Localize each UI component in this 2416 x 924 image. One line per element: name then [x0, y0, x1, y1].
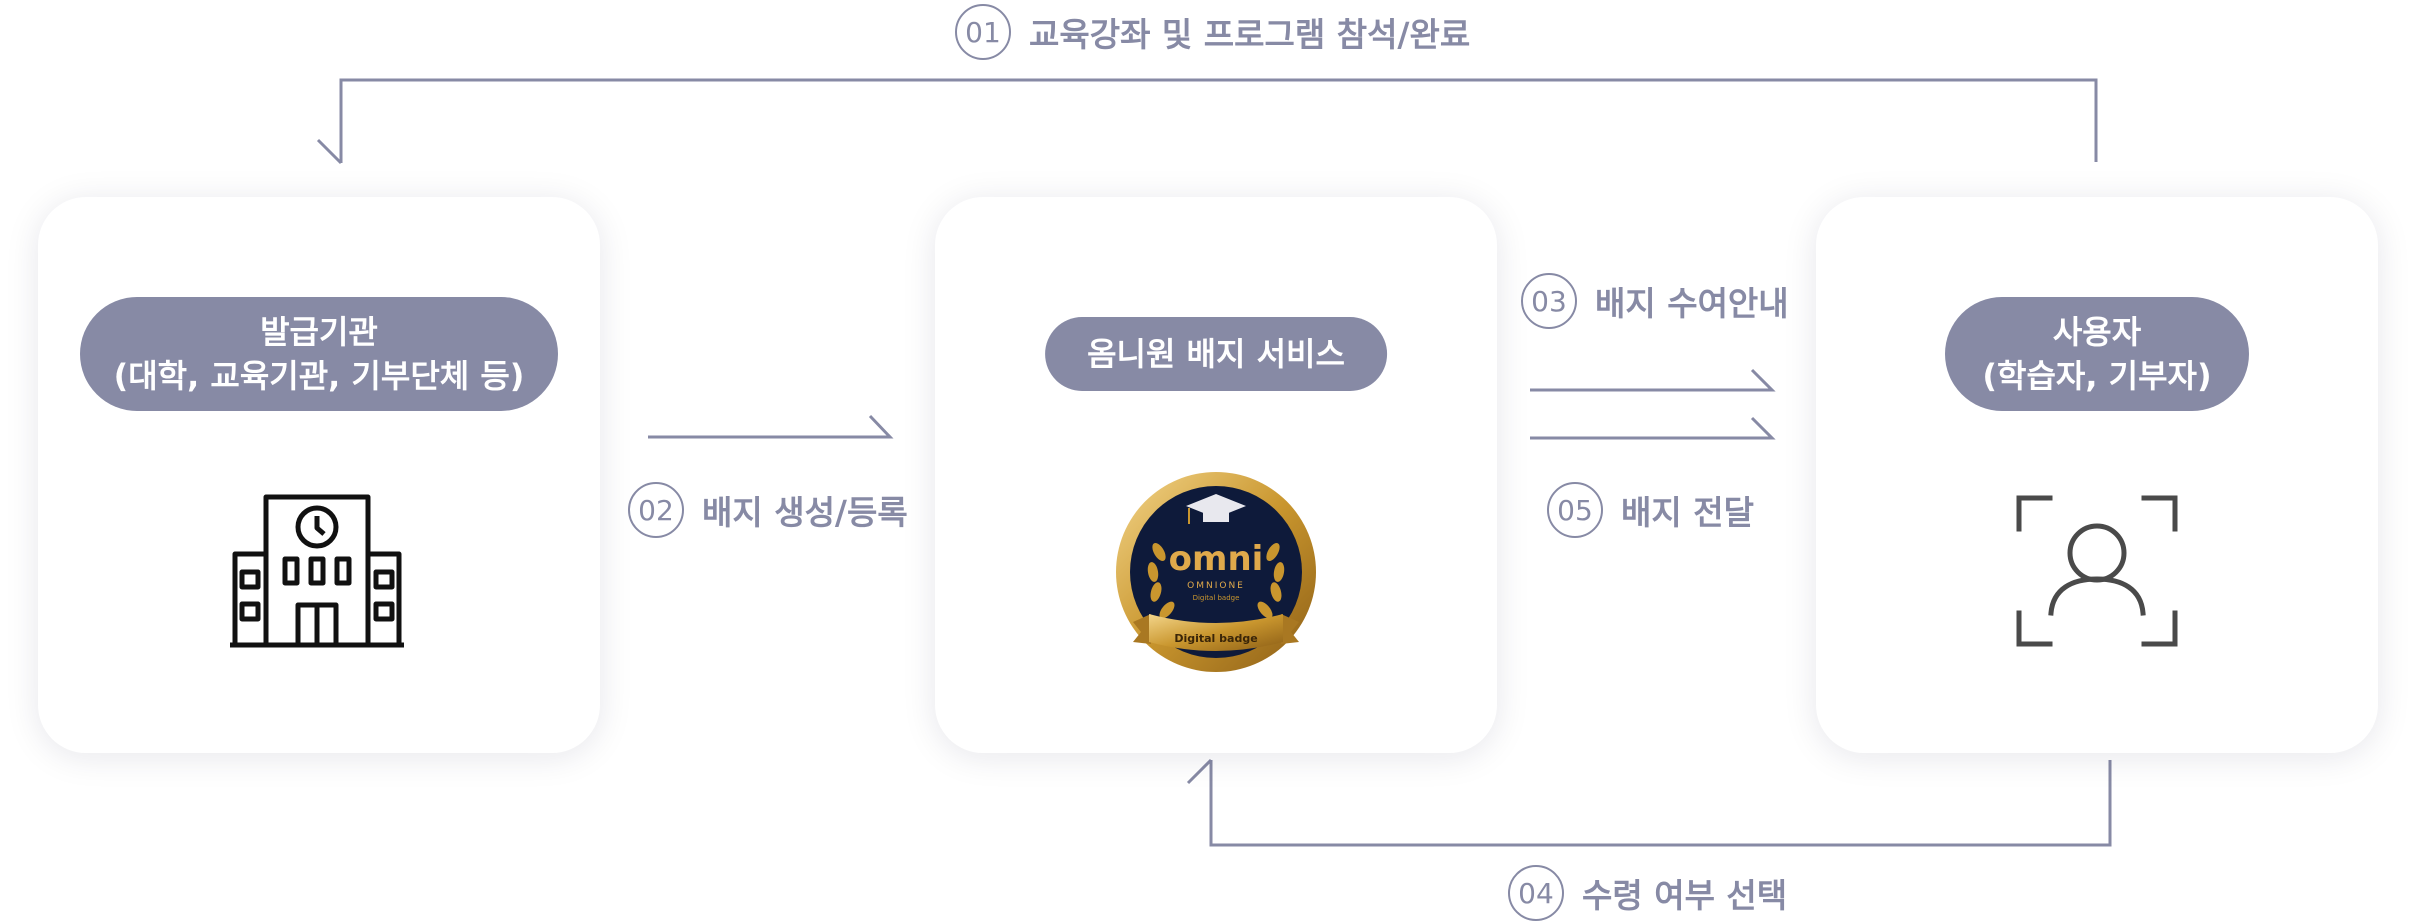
service-label: 옴니원 배지 서비스 — [1045, 317, 1387, 391]
svg-text:OMNIONE: OMNIONE — [1187, 581, 1245, 591]
arrow-04-head — [1186, 758, 1213, 785]
step-03: 03 배지 수여안내 — [1521, 273, 1789, 329]
user-scan-icon — [2016, 495, 2178, 647]
step-02: 02 배지 생성/등록 — [628, 482, 908, 538]
user-card: 사용자 (학습자, 기부자) — [1816, 197, 2378, 753]
step-03-label: 배지 수여안내 — [1595, 284, 1789, 323]
arrow-04 — [1209, 760, 2112, 847]
step-02-number: 02 — [628, 482, 684, 538]
issuer-subtitle: (대학, 교육기관, 기부단체 등) — [113, 357, 525, 395]
svg-text:omni: omni — [1169, 539, 1264, 579]
step-04-number: 04 — [1508, 865, 1564, 921]
arrow-01-head — [316, 138, 343, 165]
arrow-02 — [648, 414, 894, 439]
step-01-number: 01 — [955, 4, 1011, 60]
step-01-label: 교육강좌 및 프로그램 참석/완료 — [1029, 15, 1471, 54]
user-title: 사용자 — [2052, 313, 2142, 351]
issuer-card: 발급기관 (대학, 교육기관, 기부단체 등) — [38, 197, 600, 753]
step-05-label: 배지 전달 — [1621, 493, 1754, 532]
school-building-icon — [230, 494, 404, 648]
svg-text:Digital badge: Digital badge — [1174, 632, 1257, 645]
user-label: 사용자 (학습자, 기부자) — [1945, 297, 2249, 411]
step-05-number: 05 — [1547, 482, 1603, 538]
service-title: 옴니원 배지 서비스 — [1087, 335, 1345, 373]
step-01: 01 교육강좌 및 프로그램 참석/완료 — [955, 4, 1470, 60]
step-04-label: 수령 여부 선택 — [1582, 876, 1788, 915]
step-02-label: 배지 생성/등록 — [702, 493, 908, 532]
issuer-label: 발급기관 (대학, 교육기관, 기부단체 등) — [80, 297, 558, 411]
step-03-number: 03 — [1521, 273, 1577, 329]
arrow-03 — [1530, 368, 1776, 392]
step-04: 04 수령 여부 선택 — [1508, 865, 1787, 921]
issuer-title: 발급기관 — [260, 313, 378, 351]
arrow-05 — [1530, 416, 1776, 440]
step-05: 05 배지 전달 — [1547, 482, 1754, 538]
svg-text:Digital badge: Digital badge — [1193, 594, 1240, 602]
digital-badge-icon: omni OMNIONE Digital badge Digital badge — [1116, 472, 1316, 672]
user-subtitle: (학습자, 기부자) — [1982, 357, 2212, 395]
service-card: 옴니원 배지 서비스 omni OMNIONE D — [935, 197, 1497, 753]
arrow-01 — [339, 78, 2098, 163]
